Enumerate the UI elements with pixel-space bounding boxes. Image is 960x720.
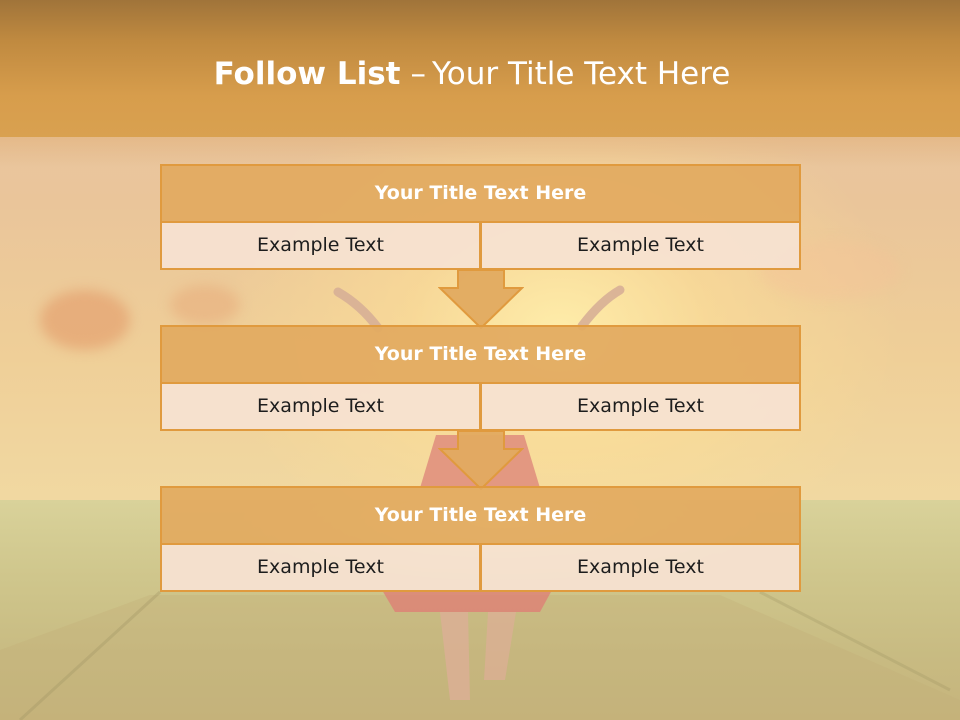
- title-bold-text: Follow List: [213, 56, 401, 92]
- block-row: Example Text Example Text: [160, 382, 801, 431]
- title-rest-text: Your Title Text Here: [431, 56, 731, 92]
- example-text-right[interactable]: Example Text: [480, 221, 801, 270]
- slide-title[interactable]: Follow List–Your Title Text Here: [0, 56, 944, 92]
- example-text-left[interactable]: Example Text: [160, 382, 481, 431]
- cloud: [170, 285, 240, 325]
- block-title[interactable]: Your Title Text Here: [160, 486, 801, 545]
- cloud: [40, 290, 130, 350]
- example-text-right[interactable]: Example Text: [480, 382, 801, 431]
- down-arrow-icon: [438, 431, 524, 491]
- block-row: Example Text Example Text: [160, 543, 801, 592]
- header-shadow: [0, 137, 960, 167]
- example-text-left[interactable]: Example Text: [160, 221, 481, 270]
- header-band: [0, 0, 960, 137]
- title-dash: –: [410, 56, 426, 92]
- example-text-left[interactable]: Example Text: [160, 543, 481, 592]
- block-title[interactable]: Your Title Text Here: [160, 164, 801, 223]
- block-title[interactable]: Your Title Text Here: [160, 325, 801, 384]
- down-arrow-icon: [438, 270, 524, 330]
- block-row: Example Text Example Text: [160, 221, 801, 270]
- example-text-right[interactable]: Example Text: [480, 543, 801, 592]
